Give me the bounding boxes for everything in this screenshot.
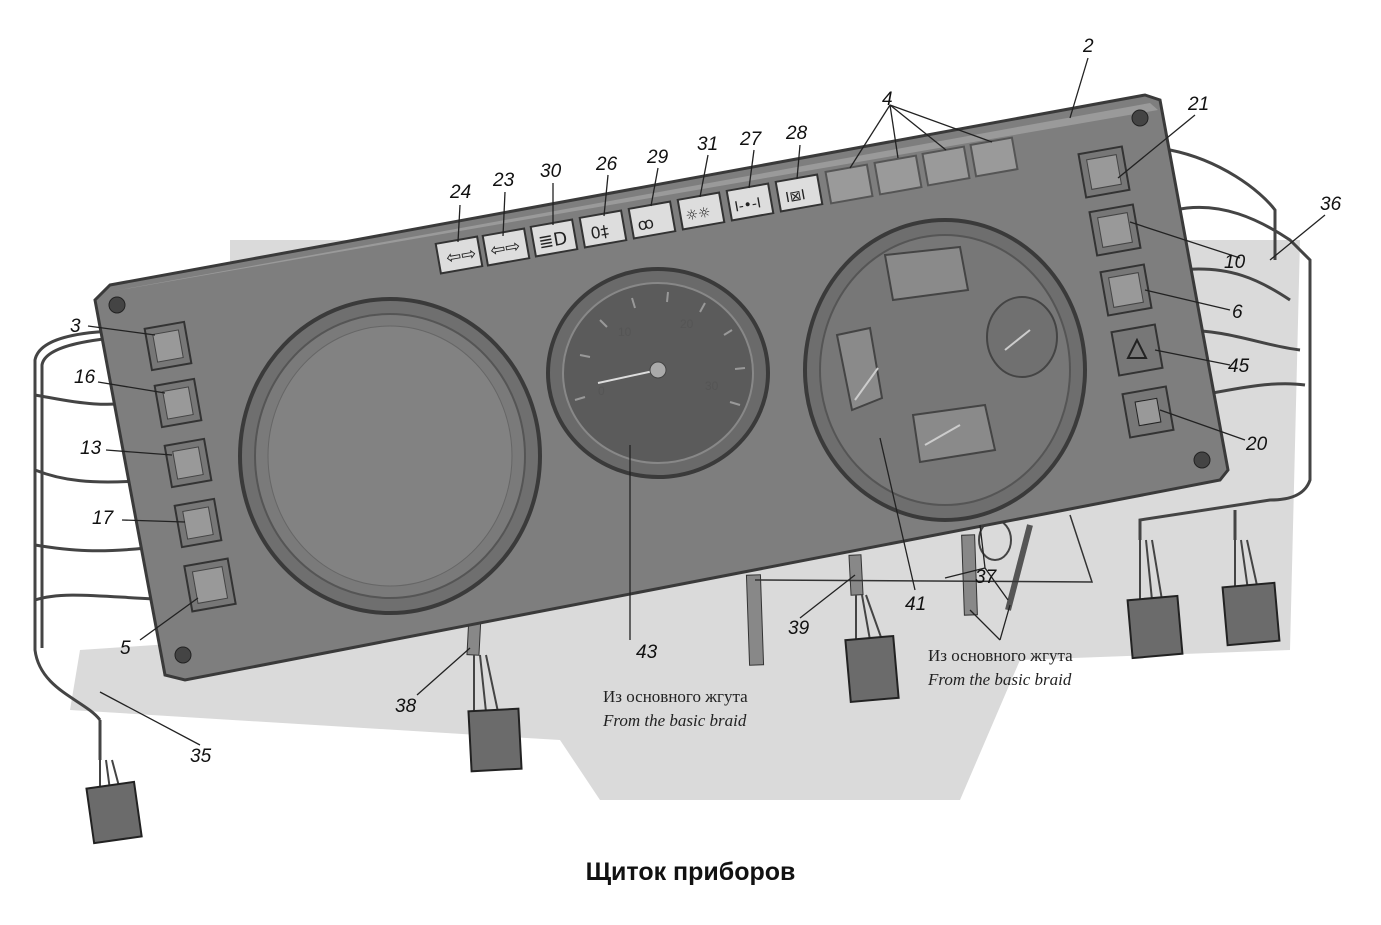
harness-notes: Из основного жгута From the basic braid … bbox=[602, 646, 1073, 730]
triangle-outline bbox=[754, 514, 1094, 583]
switch-5 bbox=[183, 557, 237, 613]
switch-17 bbox=[173, 497, 223, 549]
parking-light-lamp-31: ☼☼ bbox=[676, 191, 726, 231]
svg-text:⇦⇨: ⇦⇨ bbox=[445, 243, 478, 269]
switch-20 bbox=[1121, 385, 1175, 439]
spare-lamp-4d bbox=[969, 136, 1019, 178]
switch-21 bbox=[1077, 145, 1131, 199]
callout-2: 2 bbox=[1082, 36, 1094, 57]
trailer-brake-lamp-27: I-•-I bbox=[725, 182, 775, 222]
callout-31: 31 bbox=[697, 134, 718, 155]
high-beam-lamp-30: ≣D bbox=[529, 218, 579, 258]
spare-lamp-4c bbox=[921, 145, 971, 187]
note-center-en: From the basic braid bbox=[602, 711, 747, 730]
tachometer-scale-0: 0 bbox=[598, 384, 605, 398]
callout-30: 30 bbox=[540, 161, 562, 182]
svg-text:⇦⇨: ⇦⇨ bbox=[489, 236, 522, 262]
note-center-ru: Из основного жгута bbox=[603, 687, 748, 706]
tachometer: 0 10 20 30 bbox=[546, 267, 770, 479]
callout-38: 38 bbox=[395, 696, 417, 717]
svg-text:I-•-I: I-•-I bbox=[733, 195, 762, 215]
callout-39: 39 bbox=[788, 618, 810, 639]
svg-text:ꝏ: ꝏ bbox=[636, 213, 655, 235]
svg-text:I⊠I: I⊠I bbox=[784, 187, 806, 206]
note-right-ru: Из основного жгута bbox=[928, 646, 1073, 665]
svg-text:≣D: ≣D bbox=[537, 228, 569, 254]
callout-41: 41 bbox=[905, 594, 926, 615]
callout-20: 20 bbox=[1245, 434, 1268, 455]
tachometer-scale-30: 30 bbox=[705, 379, 719, 393]
right-connector-a bbox=[1126, 539, 1184, 660]
figure-caption: Щиток приборов bbox=[585, 858, 796, 886]
callout-17: 17 bbox=[92, 508, 115, 529]
callout-37: 37 bbox=[975, 567, 998, 588]
callout-16: 16 bbox=[74, 367, 96, 388]
right-switch-column bbox=[1077, 145, 1175, 439]
switch-3 bbox=[143, 320, 193, 372]
callout-27: 27 bbox=[739, 129, 763, 150]
svg-text:☼☼: ☼☼ bbox=[684, 204, 712, 224]
spare-lamp-4a bbox=[824, 163, 874, 205]
switch-16 bbox=[153, 377, 203, 429]
switch-6 bbox=[1099, 263, 1153, 317]
turn-signal-lamp-24: ⇦⇨ bbox=[434, 235, 484, 275]
callout-5: 5 bbox=[120, 638, 131, 659]
callout-36: 36 bbox=[1320, 194, 1342, 215]
callout-23: 23 bbox=[492, 170, 515, 191]
warning-lamp-row: ⇦⇨ ⇦⇨ ≣D 0‡ ꝏ ☼☼ I-•-I I⊠I bbox=[434, 136, 1019, 275]
callout-29: 29 bbox=[646, 147, 669, 168]
callout-28: 28 bbox=[785, 123, 808, 144]
callout-21: 21 bbox=[1187, 94, 1209, 115]
rear-fog-lamp-26: 0‡ bbox=[578, 209, 628, 249]
glow-plug-lamp-29: ꝏ bbox=[627, 200, 677, 240]
leader-lines bbox=[87, 57, 1326, 746]
callout-4: 4 bbox=[882, 89, 893, 110]
switch-10 bbox=[1088, 203, 1142, 257]
right-connector-b bbox=[1221, 539, 1281, 647]
switch-13 bbox=[163, 437, 213, 489]
axle-lock-lamp-28: I⊠I bbox=[774, 173, 824, 213]
tachometer-scale-20: 20 bbox=[680, 317, 694, 331]
callout-10: 10 bbox=[1224, 252, 1246, 273]
note-right-en: From the basic braid bbox=[927, 670, 1072, 689]
spare-lamp-4b bbox=[873, 154, 923, 196]
callout-6: 6 bbox=[1232, 302, 1243, 323]
tachometer-scale-10: 10 bbox=[618, 325, 632, 339]
turn-signal-lamp-23: ⇦⇨ bbox=[481, 227, 531, 267]
callout-43: 43 bbox=[636, 642, 658, 663]
callout-labels: 2 3 4 5 6 10 13 16 17 20 21 23 24 26 27 … bbox=[70, 36, 1342, 767]
callout-3: 3 bbox=[70, 316, 81, 337]
callout-13: 13 bbox=[80, 438, 102, 459]
hazard-switch-45 bbox=[1110, 323, 1164, 377]
combination-gauge-cluster bbox=[803, 218, 1087, 522]
left-connector-35 bbox=[85, 759, 143, 845]
bottom-harness-39 bbox=[844, 554, 900, 704]
bottom-harness-center bbox=[745, 574, 765, 666]
svg-text:0‡: 0‡ bbox=[589, 221, 610, 243]
speedometer-dial bbox=[238, 297, 542, 615]
callout-24: 24 bbox=[449, 182, 471, 203]
callout-45: 45 bbox=[1228, 356, 1250, 377]
callout-26: 26 bbox=[595, 154, 618, 175]
callout-35: 35 bbox=[190, 746, 212, 767]
